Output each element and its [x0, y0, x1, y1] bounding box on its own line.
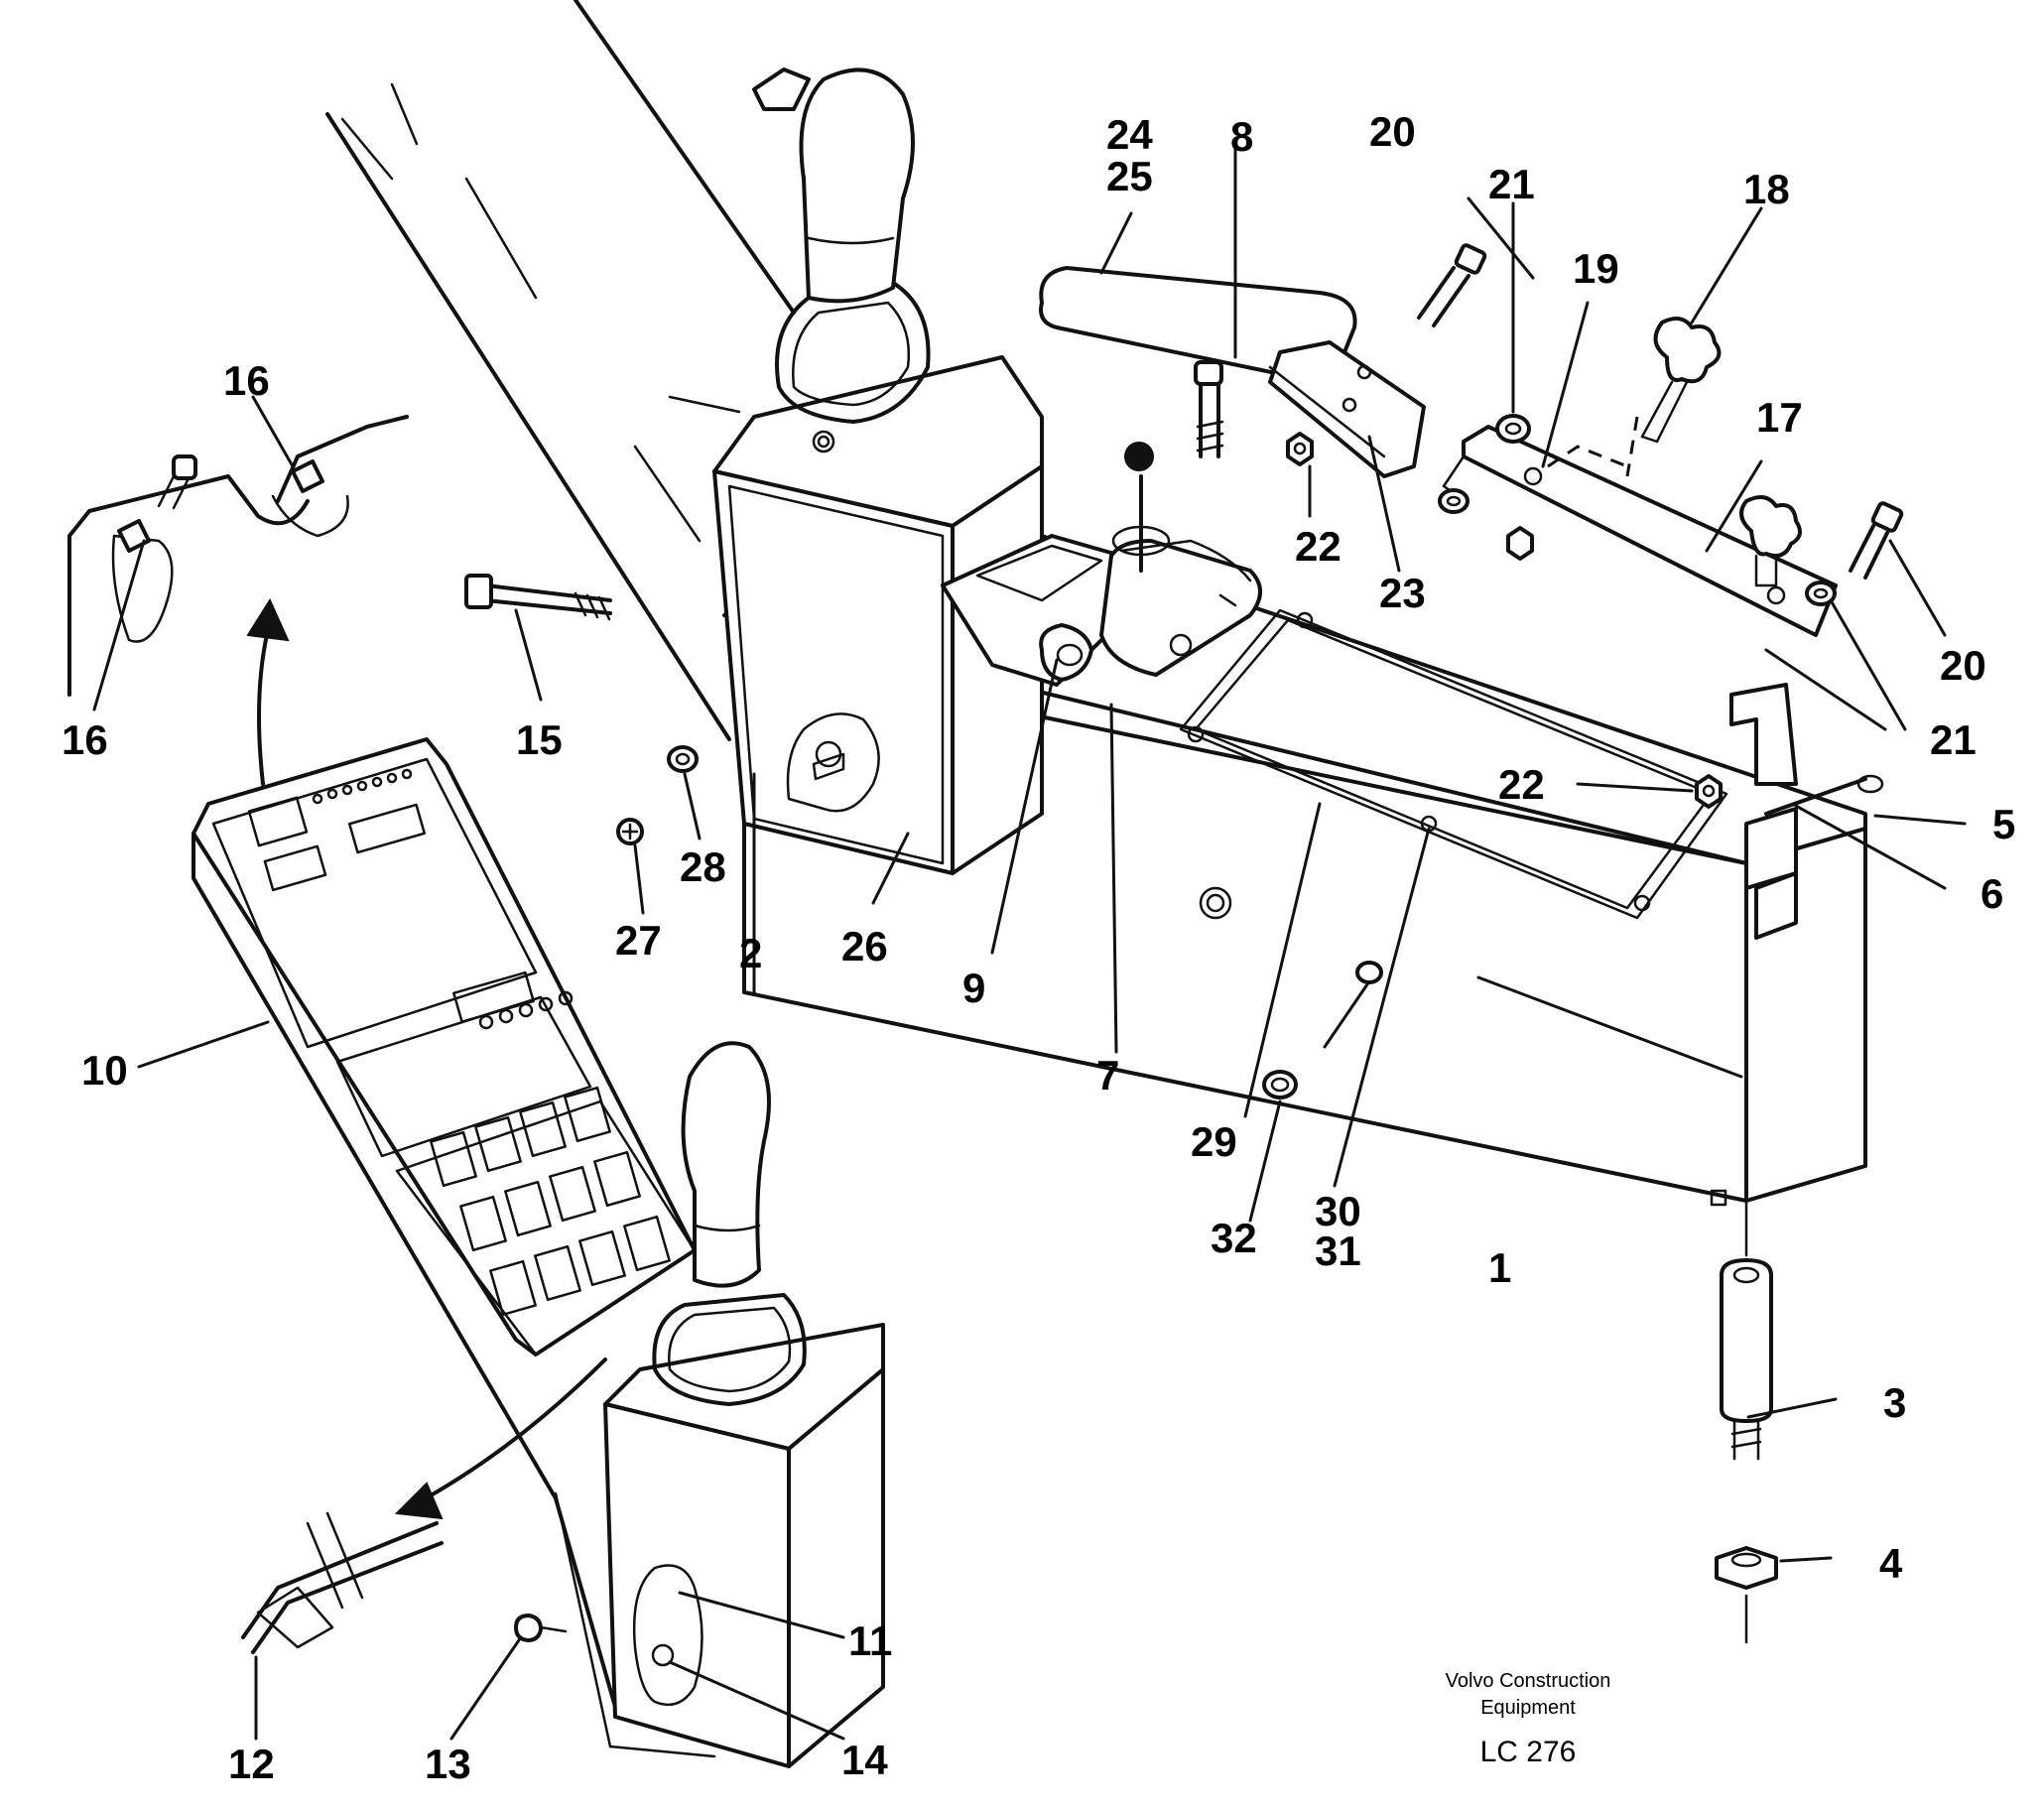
callout-14: 14	[841, 1737, 888, 1783]
callout-30: 30	[1315, 1188, 1361, 1234]
callout-24: 24	[1106, 111, 1153, 158]
callout-18: 18	[1743, 166, 1790, 212]
callout-27: 27	[615, 917, 662, 964]
callout-25: 25	[1106, 153, 1153, 199]
callout-10: 10	[81, 1047, 128, 1094]
callout-32: 32	[1211, 1215, 1257, 1261]
diagram-code: LC 276	[1480, 1736, 1577, 1768]
arrow-left-icon	[394, 1358, 607, 1520]
left-joystick-housing	[712, 67, 1044, 875]
detail-view-12	[241, 1511, 444, 1654]
fasteners	[464, 243, 1904, 1644]
arrow-up-icon	[246, 597, 290, 786]
bracket-17	[1442, 317, 1884, 940]
callout-3: 3	[1883, 1379, 1906, 1426]
callout-labels: 1 2 3 4 5 6 7 8 9 10 11 12 13 14 15 16 1…	[62, 108, 2015, 1787]
detail-view-16	[67, 415, 409, 697]
callout-20-top: 20	[1369, 108, 1416, 155]
armrest	[1039, 266, 1426, 478]
callout-5: 5	[1992, 801, 2015, 847]
leader-lines	[92, 142, 1967, 1741]
company-name-line2: Equipment	[1480, 1697, 1576, 1719]
callout-22-mid: 22	[1295, 523, 1341, 570]
shift-lever-block	[941, 442, 1262, 687]
callout-19: 19	[1573, 245, 1619, 292]
callout-21-right: 21	[1930, 716, 1977, 763]
callout-15: 15	[516, 716, 563, 763]
callout-13: 13	[425, 1741, 471, 1787]
callout-23: 23	[1379, 570, 1426, 616]
callout-12: 12	[228, 1741, 275, 1787]
callout-29: 29	[1191, 1118, 1237, 1165]
callout-11: 11	[848, 1617, 892, 1664]
callout-4: 4	[1879, 1540, 1903, 1587]
callout-6: 6	[1980, 870, 2003, 917]
footer: Volvo Construction Equipment LC 276	[1446, 1670, 1611, 1768]
callout-7: 7	[1096, 1052, 1119, 1099]
lower-joystick-housing	[603, 1041, 885, 1768]
callout-9: 9	[962, 965, 985, 1011]
callout-8: 8	[1230, 113, 1253, 160]
callout-26: 26	[841, 923, 888, 970]
callout-16-top: 16	[223, 357, 270, 404]
callout-21-top: 21	[1488, 161, 1535, 207]
callout-28: 28	[680, 843, 726, 890]
callout-17: 17	[1756, 394, 1803, 441]
callout-31: 31	[1315, 1228, 1361, 1274]
reference-lines	[325, 0, 796, 1758]
callout-16-left: 16	[62, 716, 108, 763]
callout-22-right: 22	[1498, 761, 1545, 808]
callout-20-right: 20	[1940, 642, 1986, 689]
callout-2: 2	[739, 930, 762, 976]
company-name-line1: Volvo Construction	[1446, 1670, 1611, 1692]
callout-1: 1	[1488, 1244, 1511, 1291]
